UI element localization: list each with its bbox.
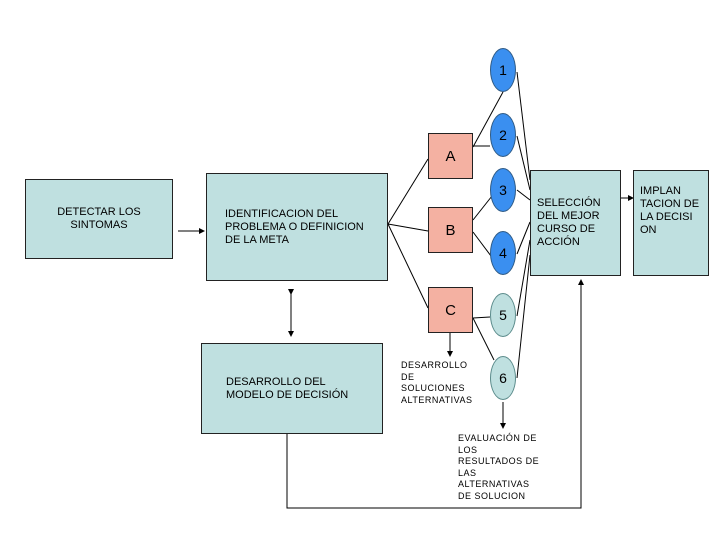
evaluate-results-note: EVALUACIÓN DE LOS RESULTADOS DE LAS ALTE… (458, 433, 540, 501)
develop-alternatives-note: DESARROLLO DE SOLUCIONES ALTERNATIVAS (401, 360, 473, 405)
alternative-c-label: C (445, 301, 456, 319)
alternative-c-box: C (428, 287, 473, 333)
alternative-b-box: B (428, 207, 473, 253)
identify-problem-box: IDENTIFICACION DEL PROBLEMA O DEFINICION… (206, 173, 388, 281)
alternative-b-label: B (445, 221, 456, 239)
decision-implementation-box: IMPLAN TACION DE LA DECISI ON (633, 170, 709, 276)
identify-problem-label: IDENTIFICACION DEL PROBLEMA O DEFINICION… (225, 207, 364, 246)
outcome-node-3: 3 (490, 168, 516, 212)
alternative-a-box: A (428, 133, 473, 179)
best-course-selection-box: SELECCIÓN DEL MEJOR CURSO DE ACCIÓN (530, 170, 621, 276)
outcome-node-1: 1 (490, 48, 516, 92)
outcome-node-6: 6 (490, 356, 516, 400)
outcome-node-5: 5 (490, 293, 516, 337)
decision-implementation-label: IMPLAN TACION DE LA DECISI ON (640, 185, 700, 236)
outcome-node-4: 4 (490, 231, 516, 275)
alternative-a-label: A (445, 147, 456, 165)
detect-symptoms-label: DETECTAR LOS SINTOMAS (57, 206, 141, 231)
detect-symptoms-box: DETECTAR LOS SINTOMAS (25, 179, 173, 259)
best-course-selection-label: SELECCIÓN DEL MEJOR CURSO DE ACCIÓN (537, 197, 601, 248)
decision-model-label: DESARROLLO DEL MODELO DE DECISIÓN (226, 375, 349, 401)
outcome-node-2: 2 (490, 113, 516, 157)
decision-model-box: DESARROLLO DEL MODELO DE DECISIÓN (201, 343, 383, 434)
